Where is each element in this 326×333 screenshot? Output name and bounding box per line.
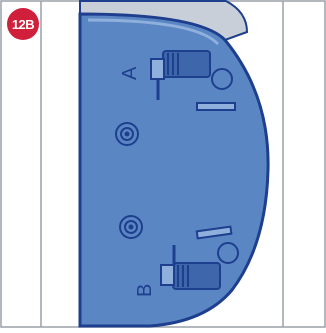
switch-a-label: A [119, 66, 141, 80]
switch-a-slider [150, 58, 165, 80]
slot-indicator-bottom [195, 225, 233, 240]
step-number-text: 12B [11, 16, 35, 32]
body-edge-highlight [87, 18, 220, 46]
switch-b-housing [172, 262, 221, 290]
switch-b-slider [160, 264, 175, 286]
switch-a [150, 50, 211, 100]
switch-b [160, 245, 221, 290]
screw-bottom [119, 215, 143, 239]
round-button-top [211, 68, 233, 90]
step-number-badge: 12B [7, 8, 39, 40]
switch-a-housing [162, 50, 211, 78]
slot-indicator-top [196, 102, 236, 111]
screw-top [115, 122, 139, 146]
switch-b-label: B [134, 284, 156, 297]
round-button-bottom [217, 242, 239, 264]
